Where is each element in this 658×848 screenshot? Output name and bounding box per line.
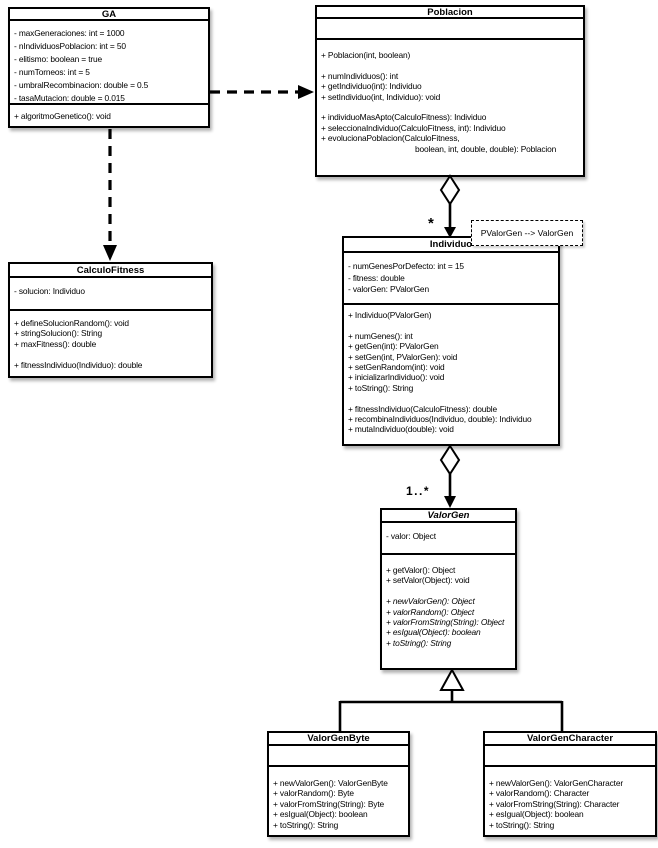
class-valorgenbyte-title: ValorGenByte [269, 733, 408, 746]
class-valorgenbyte-methods: + newValorGen(): ValorGenByte+ valorRand… [269, 767, 408, 835]
multiplicity-label-individuo-valorgen: 1..* [406, 484, 431, 498]
member-row: + Individuo(PValorGen) [348, 310, 432, 320]
member-row: + valorFromString(String): Object [386, 617, 505, 628]
member-row: + mutaIndividuo(double): void [348, 424, 454, 435]
member-row: + valorFromString(String): Byte [273, 798, 385, 809]
member-row: - nIndividuosPoblacion: int = 50 [14, 41, 126, 51]
class-calculofitness-methods: + defineSolucionRandom(): void+ stringSo… [10, 311, 211, 376]
class-poblacion-attributes [317, 19, 583, 40]
class-individuo-title: Individuo [344, 238, 558, 253]
member-row: - umbralRecombinacion: double = 0.5 [14, 80, 149, 90]
member-row: + valorRandom(): Character [489, 788, 590, 799]
member-row: + individuoMasApto(CalculoFitness): Indi… [321, 112, 487, 123]
class-valorgencharacter-methods: + newValorGen(): ValorGenCharacter+ valo… [485, 767, 655, 835]
member-row: + valorRandom(): Object [386, 606, 475, 617]
member-row: + getGen(int): PValorGen [348, 341, 439, 352]
member-row: + esIgual(Object): boolean [386, 627, 481, 638]
class-ga-attributes: - maxGeneraciones: int = 1000 - nIndividu… [10, 21, 208, 105]
member-row: + stringSolucion(): String [14, 328, 103, 339]
member-row: + Poblacion(int, boolean) [321, 50, 411, 60]
class-valorgenbyte-attributes [269, 746, 408, 767]
member-row: + newValorGen(): Object [386, 596, 475, 607]
class-valorgencharacter: ValorGenCharacter + newValorGen(): Valor… [483, 731, 657, 837]
member-row: - numTorneos: int = 5 [14, 67, 90, 77]
member-row: - solucion: Individuo [14, 286, 85, 296]
class-calculofitness-attributes: - solucion: Individuo [10, 278, 211, 311]
class-poblacion: Poblacion + Poblacion(int, boolean) + nu… [315, 5, 585, 177]
member-row [321, 60, 581, 70]
template-binding-note: PValorGen --> ValorGen [471, 220, 583, 246]
member-row: + inicializarIndividuo(): void [348, 372, 445, 383]
member-row: + algoritmoGenetico(): void [14, 111, 111, 121]
member-row: - numGenesPorDefecto: int = 15 [348, 261, 464, 271]
member-row: - maxGeneraciones: int = 1000 [14, 28, 125, 38]
member-row [14, 349, 209, 359]
member-row: + fitnessIndividuo(CalculoFitness): doub… [348, 403, 497, 414]
class-calculofitness-title: CalculoFitness [10, 264, 211, 278]
class-ga: GA - maxGeneraciones: int = 1000 - nIndiv… [8, 7, 210, 128]
member-row: + newValorGen(): ValorGenByte [273, 778, 388, 788]
member-row: - valor: Object [386, 531, 436, 541]
class-calculofitness: CalculoFitness - solucion: Individuo + d… [8, 262, 213, 378]
member-row: + setGenRandom(int): void [348, 362, 445, 373]
member-row: + defineSolucionRandom(): void [14, 318, 129, 328]
dependency-arrow-ga-calculofitness [103, 129, 117, 261]
class-ga-methods: + algoritmoGenetico(): void [10, 105, 208, 126]
member-row: - fitness: double [348, 272, 405, 283]
class-valorgencharacter-title: ValorGenCharacter [485, 733, 655, 746]
multiplicity-label-poblacion-individuo: * [428, 215, 434, 232]
member-row: + valorRandom(): Byte [273, 788, 354, 799]
member-row: + toString(): String [273, 819, 339, 830]
class-valorgen: ValorGen - valor: Object + getValor(): O… [380, 508, 517, 670]
member-row: + getValor(): Object [386, 565, 456, 575]
class-valorgenbyte: ValorGenByte + newValorGen(): ValorGenBy… [267, 731, 410, 837]
member-row: + getIndividuo(int): Individuo [321, 81, 422, 92]
member-row: + recombinaIndividuos(Individuo, double)… [348, 414, 532, 425]
member-row: boolean, int, double, double): Poblacion [415, 143, 557, 154]
template-binding-note-text: PValorGen --> ValorGen [480, 228, 574, 238]
class-valorgen-title: ValorGen [382, 510, 515, 523]
class-poblacion-methods: + Poblacion(int, boolean) + numIndividuo… [317, 40, 583, 175]
member-row: + esIgual(Object): boolean [489, 809, 584, 820]
class-individuo-attributes: - numGenesPorDefecto: int = 15- fitness:… [344, 253, 558, 305]
member-row: + setIndividuo(int, Individuo): void [321, 91, 441, 102]
dependency-arrow-ga-poblacion [210, 85, 314, 99]
member-row [348, 320, 556, 330]
member-row: - valorGen: PValorGen [348, 284, 429, 294]
member-row: + valorFromString(String): Character [489, 798, 620, 809]
class-individuo: Individuo - numGenesPorDefecto: int = 15… [342, 236, 560, 446]
member-row: + maxFitness(): double [14, 338, 97, 349]
aggregation-individuo-valorgen [439, 444, 461, 508]
class-valorgen-methods: + getValor(): Object+ setValor(Object): … [382, 555, 515, 668]
member-row: + toString(): String [348, 382, 414, 393]
member-row: - elitismo: boolean = true [14, 54, 103, 64]
member-row [321, 102, 581, 112]
member-row: + fitnessIndividuo(Individuo): double [14, 359, 143, 370]
member-row: + toString(): String [386, 637, 452, 648]
member-row: + seleccionaIndividuo(CalculoFitness, in… [321, 122, 506, 133]
member-row: + setValor(Object): void [386, 575, 470, 586]
member-row: + newValorGen(): ValorGenCharacter [489, 778, 624, 788]
aggregation-poblacion-individuo [439, 174, 461, 238]
class-ga-title: GA [10, 9, 208, 21]
member-row: + esIgual(Object): boolean [273, 809, 368, 820]
member-row: + numIndividuos(): int [321, 70, 398, 81]
class-valorgen-attributes: - valor: Object [382, 523, 515, 555]
class-valorgencharacter-attributes [485, 746, 655, 767]
class-individuo-methods: + Individuo(PValorGen) + numGenes(): int… [344, 305, 558, 444]
member-row: + setGen(int, PValorGen): void [348, 351, 458, 362]
member-row: + toString(): String [489, 819, 555, 830]
member-row [386, 586, 513, 596]
member-row: + numGenes(): int [348, 330, 413, 341]
generalization-valorgen-children [338, 667, 564, 731]
class-poblacion-title: Poblacion [317, 7, 583, 19]
member-row [348, 393, 556, 403]
member-row: + evolucionaPoblacion(CalculoFitness, [321, 133, 460, 144]
member-row: - tasaMutacion: double = 0.015 [14, 93, 125, 103]
